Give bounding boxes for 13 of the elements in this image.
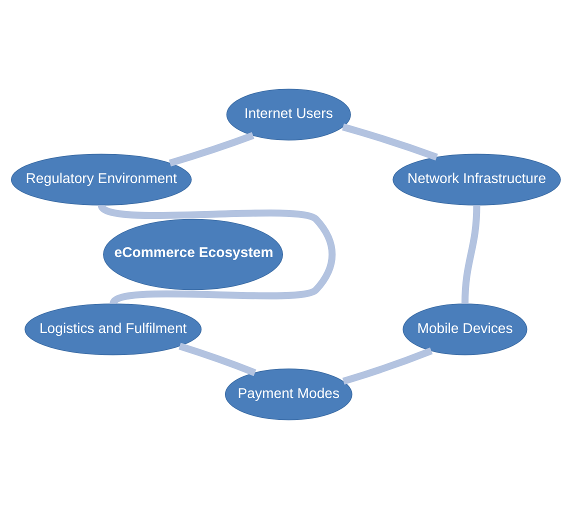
- connector: [342, 347, 433, 384]
- connector: [342, 123, 438, 160]
- node-ellipse: Internet Users: [226, 88, 351, 140]
- connector: [461, 204, 480, 304]
- connector: [178, 342, 256, 376]
- node-ellipse: Payment Modes: [224, 368, 352, 420]
- connector: [98, 202, 336, 306]
- node-ellipse: Mobile Devices: [402, 302, 528, 355]
- connector: [168, 132, 254, 166]
- node-ellipse: eCommerce Ecosystem: [103, 218, 284, 290]
- node-ellipse: Regulatory Environment: [10, 153, 192, 206]
- node-ellipse: Network Infrastructure: [392, 153, 561, 206]
- node-ellipse: Logistics and Fulfilment: [24, 302, 202, 355]
